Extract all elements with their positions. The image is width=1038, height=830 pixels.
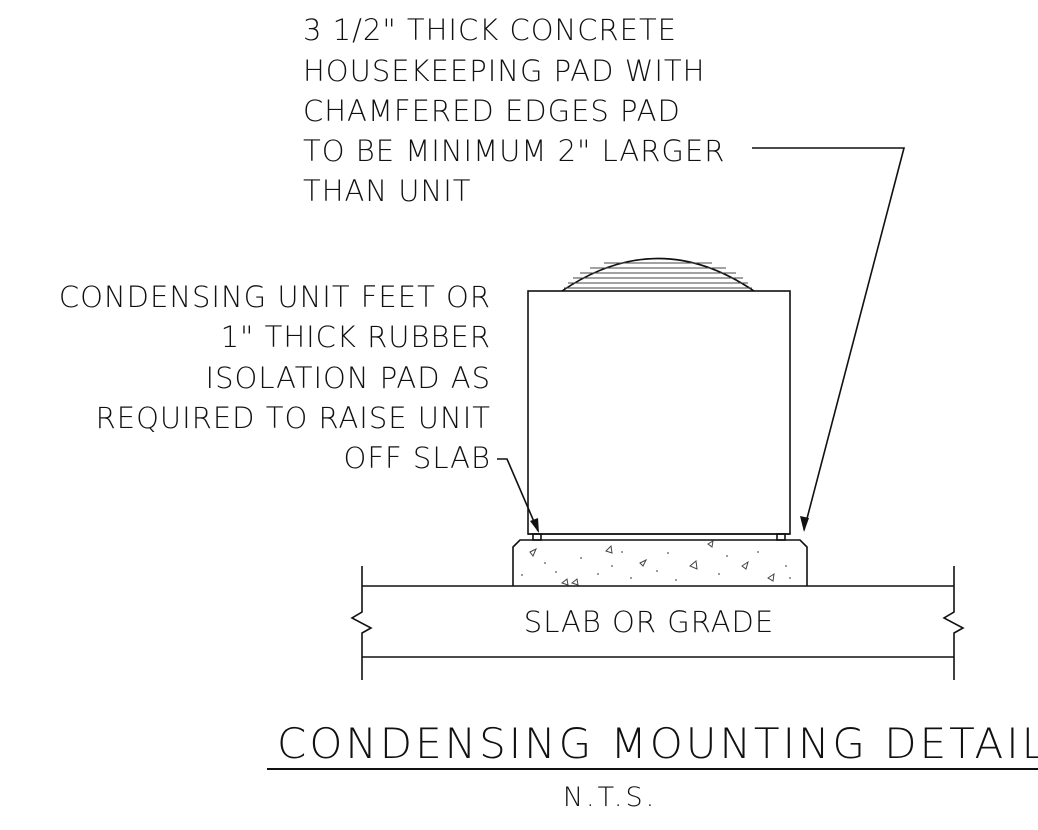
pad-note-arrowhead	[800, 516, 809, 532]
concrete-aggregate-marks	[529, 540, 775, 586]
feet-note-line-4: REQUIRED TO RAISE UNIT	[96, 401, 491, 435]
feet-note-line-5: OFF SLAB	[344, 441, 491, 475]
unit-foot-right	[776, 533, 786, 541]
feet-note-line-2: 1" THICK RUBBER	[221, 320, 491, 354]
feet-note: CONDENSING UNIT FEET OR 1" THICK RUBBER …	[59, 280, 491, 475]
concrete-pad	[512, 539, 808, 586]
unit-housing	[527, 290, 791, 535]
unit-fan-dome	[561, 257, 755, 292]
pad-note-leader	[752, 147, 906, 531]
pad-note-line-4: TO BE MINIMUM 2" LARGER	[303, 134, 725, 168]
feet-note-arrowhead	[530, 518, 539, 533]
concrete-pad-outline	[512, 539, 808, 586]
feet-note-line-1: CONDENSING UNIT FEET OR	[59, 280, 491, 314]
drawing-title: CONDENSING MOUNTING DETAIL	[277, 719, 1038, 768]
slab-break-left	[350, 566, 373, 680]
pad-note-line-1: 3 1/2" THICK CONCRETE	[303, 13, 677, 47]
pad-note: 3 1/2" THICK CONCRETE HOUSEKEEPING PAD W…	[303, 13, 725, 208]
feet-note-leader	[497, 458, 539, 532]
pad-note-line-3: CHAMFERED EDGES PAD	[303, 94, 681, 128]
unit-foot-left	[532, 533, 542, 541]
pad-note-line-5: THAN UNIT	[303, 174, 471, 208]
concrete-speckle	[521, 551, 791, 581]
feet-note-line-3: ISOLATION PAD AS	[206, 361, 491, 395]
slab: SLAB OR GRADE	[350, 566, 965, 680]
slab-break-right	[942, 566, 965, 680]
condensing-unit	[520, 257, 800, 541]
pad-note-line-2: HOUSEKEEPING PAD WITH	[303, 54, 705, 88]
unit-fan-guard-lines	[564, 262, 752, 289]
scale-note: N.T.S.	[563, 782, 657, 813]
slab-label: SLAB OR GRADE	[524, 605, 774, 639]
